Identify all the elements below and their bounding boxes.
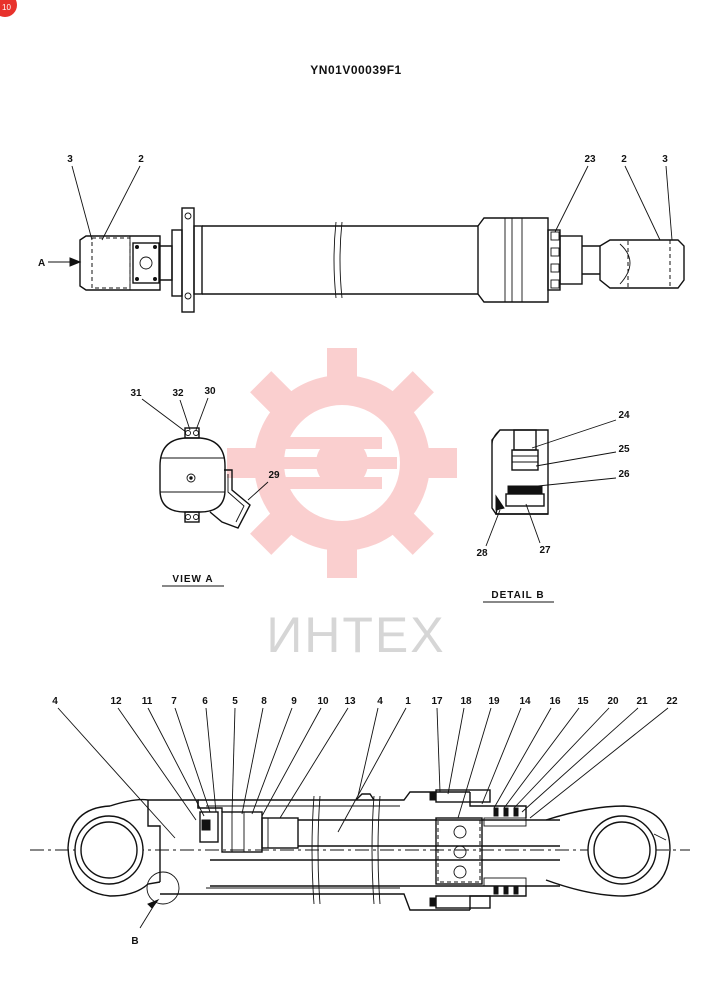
callout-3-left: 3: [67, 154, 73, 165]
section-callouts: 4 12 11 7 6 5 8 9 10 13 4 1 17 18 19 14 …: [52, 696, 678, 839]
callout-3-right: 3: [662, 154, 668, 165]
watermark-text: ИНТЕХ: [266, 607, 445, 663]
callout-8: 8: [261, 696, 267, 707]
marker-b: B: [131, 936, 138, 947]
view-a-callouts: 31 32 30 29: [130, 386, 280, 501]
view-a: VIEW A: [159, 427, 251, 587]
callout-30: 30: [204, 386, 216, 397]
top-view-callouts: 3 2 23 2 3: [67, 154, 673, 241]
callout-17: 17: [431, 696, 443, 707]
callout-31: 31: [130, 388, 142, 399]
callout-2-right: 2: [621, 154, 627, 165]
callout-25: 25: [618, 444, 630, 455]
callout-12: 12: [110, 696, 122, 707]
callout-7: 7: [171, 696, 177, 707]
callout-14: 14: [519, 696, 531, 707]
callout-1: 1: [405, 696, 411, 707]
callout-9: 9: [291, 696, 297, 707]
detail-b: DETAIL B: [483, 429, 554, 603]
callout-24: 24: [618, 410, 630, 421]
callout-6: 6: [202, 696, 208, 707]
drawing-code: YN01V00039F1: [310, 63, 401, 77]
detail-b-caption: DETAIL B: [491, 590, 544, 601]
callout-27: 27: [539, 545, 551, 556]
callout-22: 22: [666, 696, 678, 707]
corner-badge: 10: [0, 0, 17, 17]
callout-2-left: 2: [138, 154, 144, 165]
callout-10: 10: [317, 696, 329, 707]
callout-19: 19: [488, 696, 500, 707]
callout-15: 15: [577, 696, 589, 707]
callout-18: 18: [460, 696, 472, 707]
callout-11: 11: [142, 696, 153, 707]
section-view: B: [30, 789, 690, 947]
view-a-caption: VIEW A: [172, 574, 213, 585]
callout-13: 13: [344, 696, 356, 707]
callout-26: 26: [618, 469, 630, 480]
callout-4-right: 4: [377, 696, 383, 707]
callout-23: 23: [584, 154, 596, 165]
top-view-cylinder: A: [38, 207, 685, 313]
callout-5: 5: [232, 696, 238, 707]
callout-21: 21: [636, 696, 648, 707]
callout-28: 28: [476, 548, 488, 559]
callout-20: 20: [607, 696, 619, 707]
detail-b-callouts: 24 25 26 28 27: [476, 410, 630, 559]
watermark-logo: [227, 348, 457, 578]
callout-16: 16: [549, 696, 561, 707]
callout-4-left: 4: [52, 696, 58, 707]
marker-a: A: [38, 258, 45, 269]
corner-badge-text: 10: [2, 3, 11, 12]
callout-32: 32: [172, 388, 184, 399]
callout-29: 29: [268, 470, 280, 481]
